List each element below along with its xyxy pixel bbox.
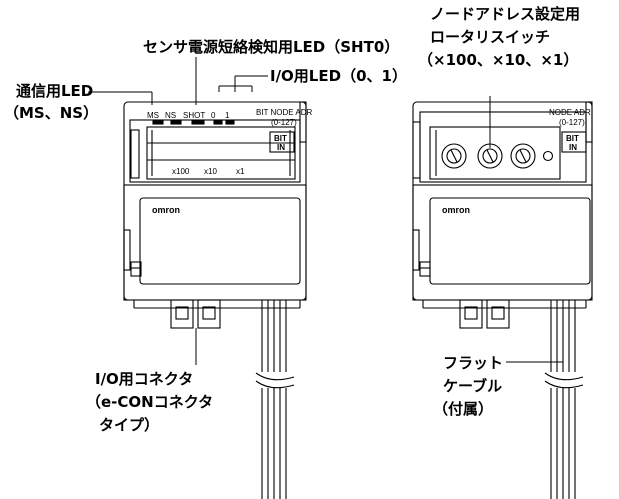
rotary-switch-x1 (510, 143, 536, 169)
led-label-0: 0 (211, 111, 216, 120)
left-unit (123, 101, 307, 499)
io-led-callout: I/O用LED（0、1） (270, 67, 407, 85)
status-dot (542, 150, 554, 162)
led-label-ns: NS (165, 111, 176, 120)
bit-node-adr-label: BIT NODE ADR (256, 108, 313, 117)
right-unit-lower-body (412, 184, 593, 301)
rotary-switch-callout-line3: （×100、×10、×1） (418, 51, 579, 69)
right-range-label: (0-127) (559, 118, 585, 127)
left-bit-in-box (269, 131, 295, 153)
rotary-switch-callout-line1: ノードアドレス設定用 (430, 5, 581, 23)
left-unit-lower-body (123, 184, 307, 301)
left-unit-top-panel (129, 119, 301, 183)
right-io-connector (459, 299, 510, 329)
shot-led (191, 120, 205, 125)
right-bit-label: BIT (566, 134, 579, 143)
left-in-label: IN (277, 143, 285, 152)
ms-led (152, 120, 164, 125)
right-omron-logo: omron (442, 205, 470, 215)
short-detect-led-callout: センサ電源短絡検知用LED（SHT0） (143, 38, 400, 56)
io-connector-callout-line3: タイプ） (99, 416, 160, 434)
led-label-shot: SHOT (183, 111, 205, 120)
multiplier-x1: x1 (236, 167, 245, 176)
io-led-0 (213, 120, 223, 125)
rotary-switch-callout-line2: ロータリスイッチ (430, 28, 551, 46)
node-adr-label: NODE ADR (549, 108, 591, 117)
multiplier-x10: x10 (204, 167, 217, 176)
left-bit-label: BIT (274, 134, 287, 143)
flat-cable-callout-line2: ケーブル (443, 377, 503, 395)
left-unit-cover (146, 126, 296, 180)
led-label-1: 1 (225, 111, 230, 120)
left-io-connector (170, 299, 221, 329)
leader-lines (88, 57, 563, 365)
rotary-switch-x100 (441, 143, 467, 169)
led-label-ms: MS (147, 111, 159, 120)
io-connector-callout-line2: （e-CONコネクタ (86, 393, 214, 411)
multiplier-x100: x100 (172, 167, 190, 176)
right-flat-cable (544, 300, 584, 499)
flat-cable-callout-line1: フラット (443, 354, 504, 372)
right-unit-window (429, 197, 591, 285)
left-flat-cable (255, 300, 295, 499)
right-unit (412, 101, 593, 499)
right-unit-silkscreen: NODE ADR (0-127) BIT IN omron (442, 108, 591, 215)
flat-cable-callout-line3: （付属） (433, 400, 494, 418)
left-range-label: (0-127) (271, 118, 297, 127)
ns-led (170, 120, 182, 125)
comm-led-callout-line2: （MS、NS） (4, 104, 99, 122)
left-unit-window (139, 197, 301, 285)
io-connector-callout-line1: I/O用コネクタ (95, 370, 194, 388)
right-in-label: IN (569, 143, 577, 152)
left-unit-silkscreen: MS NS SHOT 0 1 BIT NODE ADR (0-127) BIT … (147, 108, 313, 215)
left-omron-logo: omron (152, 205, 180, 215)
comm-led-callout-line1: 通信用LED (16, 82, 94, 100)
right-unit-switch-panel (429, 126, 561, 180)
io-led-1 (225, 120, 235, 125)
